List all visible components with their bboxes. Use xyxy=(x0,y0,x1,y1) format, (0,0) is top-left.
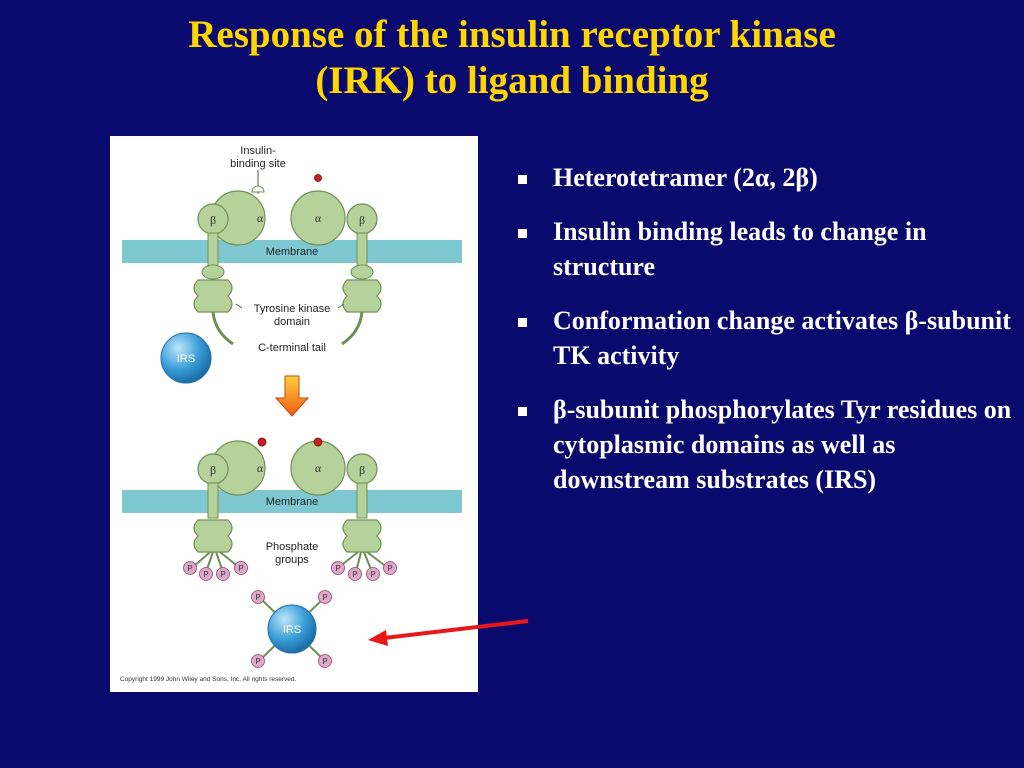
tk-label-2: domain xyxy=(274,316,310,328)
insulin-site-label-2: binding site xyxy=(230,158,286,170)
membrane-bottom xyxy=(122,490,462,513)
irs-top xyxy=(160,332,212,384)
phosphate-9 xyxy=(251,590,265,604)
alpha-label-4: α xyxy=(315,461,322,475)
bound-insulin-left xyxy=(257,437,267,447)
c-tail-label: C-terminal tail xyxy=(258,342,326,354)
irs-bottom xyxy=(267,604,317,654)
phosphate-1 xyxy=(183,561,197,575)
beta-label-2: β xyxy=(359,213,365,227)
irs-phosphorylated: IRS P P P P xyxy=(251,590,332,668)
phosphate-11 xyxy=(251,654,265,668)
bullet-item: Heterotetramer (2α, 2β) xyxy=(516,160,1016,195)
phosphate-10 xyxy=(318,590,332,604)
p-label-12: P xyxy=(322,657,327,666)
p-label-3: P xyxy=(220,570,225,579)
title-line-2: (IRK) to ligand binding xyxy=(315,59,709,102)
tk-pointer-right xyxy=(337,303,345,309)
p-label-10: P xyxy=(322,593,327,602)
binding-pocket xyxy=(251,185,265,193)
insulin-site-label-1: Insulin- xyxy=(240,145,276,157)
kinase-domain-left-bottom xyxy=(193,519,233,553)
bullet-text: Heterotetramer (2α, 2β) xyxy=(553,163,818,192)
transition-arrow xyxy=(274,375,310,417)
phosphate-groups-label-1: Phosphate xyxy=(266,541,319,553)
phosphate-2 xyxy=(199,567,213,581)
slide-title: Response of the insulin receptor kinase … xyxy=(0,12,1024,104)
c-tail-left xyxy=(211,311,234,346)
bullet-list: Heterotetramer (2α, 2β) Insulin binding … xyxy=(516,160,1016,516)
membrane-label-bottom: Membrane xyxy=(266,496,319,508)
copyright-notice: Copyright 1999 John Wiley and Sons, Inc.… xyxy=(120,676,297,683)
irk-diagram-svg: Membrane Insulin- binding site α α β β xyxy=(120,145,462,683)
alpha-subunit-right-top xyxy=(290,190,346,246)
beta-stem-left-bottom xyxy=(207,482,219,519)
bound-insulin-right xyxy=(313,437,323,447)
bullet-item: Insulin binding leads to change in struc… xyxy=(516,214,1016,284)
phosphate-7 xyxy=(366,567,380,581)
p-label-8: P xyxy=(387,564,392,573)
phosphate-groups-label-2: groups xyxy=(275,554,309,566)
p-label-9: P xyxy=(255,593,260,602)
bullet-item: β-subunit phosphorylates Tyr residues on… xyxy=(516,392,1016,497)
beta-label-4: β xyxy=(359,463,365,477)
irs-label-bottom: IRS xyxy=(283,624,301,636)
beta-knob-right-top xyxy=(350,264,374,280)
phosphate-12 xyxy=(318,654,332,668)
alpha-label-1: α xyxy=(257,211,264,225)
irs-label-top: IRS xyxy=(177,353,195,365)
alpha-label-2: α xyxy=(315,211,322,225)
bullet-marker xyxy=(518,318,527,327)
p-label-4: P xyxy=(238,564,243,573)
bullet-text: Conformation change activates β-subunit … xyxy=(553,306,1011,370)
alpha-label-3: α xyxy=(257,461,264,475)
phosphate-5 xyxy=(331,561,345,575)
p-label-6: P xyxy=(352,570,357,579)
beta-knob-left-top xyxy=(201,264,225,280)
phosphate-group-left: P P P P xyxy=(183,561,248,581)
bullet-marker xyxy=(518,407,527,416)
kinase-domain-left-top xyxy=(193,279,233,313)
tk-pointer-left xyxy=(235,303,243,309)
bullet-marker xyxy=(518,175,527,184)
c-tail-right xyxy=(341,311,364,346)
kinase-domain-right-top xyxy=(342,279,382,313)
irk-diagram: Membrane Insulin- binding site α α β β xyxy=(110,136,478,692)
beta-stem-right-bottom xyxy=(356,482,368,519)
beta-stem-right-top xyxy=(356,232,368,269)
p-label-2: P xyxy=(203,570,208,579)
p-label-7: P xyxy=(370,570,375,579)
beta-label-3: β xyxy=(210,463,216,477)
phosphate-group-right: P P P P xyxy=(331,561,397,581)
phosphate-8 xyxy=(383,561,397,575)
red-arrow-shaft xyxy=(383,619,529,640)
bullet-marker xyxy=(518,229,527,238)
p-label-1: P xyxy=(187,564,192,573)
red-pointer-arrow xyxy=(368,619,529,646)
title-line-1: Response of the insulin receptor kinase xyxy=(188,13,836,56)
insulin-molecule xyxy=(314,174,322,182)
tk-label-1: Tyrosine kinase xyxy=(254,303,330,315)
membrane-top xyxy=(122,240,462,263)
phosphate-4 xyxy=(234,561,248,575)
beta-stem-left-top xyxy=(207,232,219,269)
kinase-domain-right-bottom xyxy=(342,519,382,553)
bullet-item: Conformation change activates β-subunit … xyxy=(516,303,1016,373)
membrane-label-top: Membrane xyxy=(266,246,319,258)
red-arrow-head xyxy=(368,630,388,646)
beta-label-1: β xyxy=(210,213,216,227)
bullet-text: Insulin binding leads to change in struc… xyxy=(553,217,927,281)
p-label-5: P xyxy=(335,564,340,573)
bullet-text: β-subunit phosphorylates Tyr residues on… xyxy=(553,395,1012,494)
p-label-11: P xyxy=(255,657,260,666)
phosphate-6 xyxy=(348,567,362,581)
phosphate-3 xyxy=(216,567,230,581)
